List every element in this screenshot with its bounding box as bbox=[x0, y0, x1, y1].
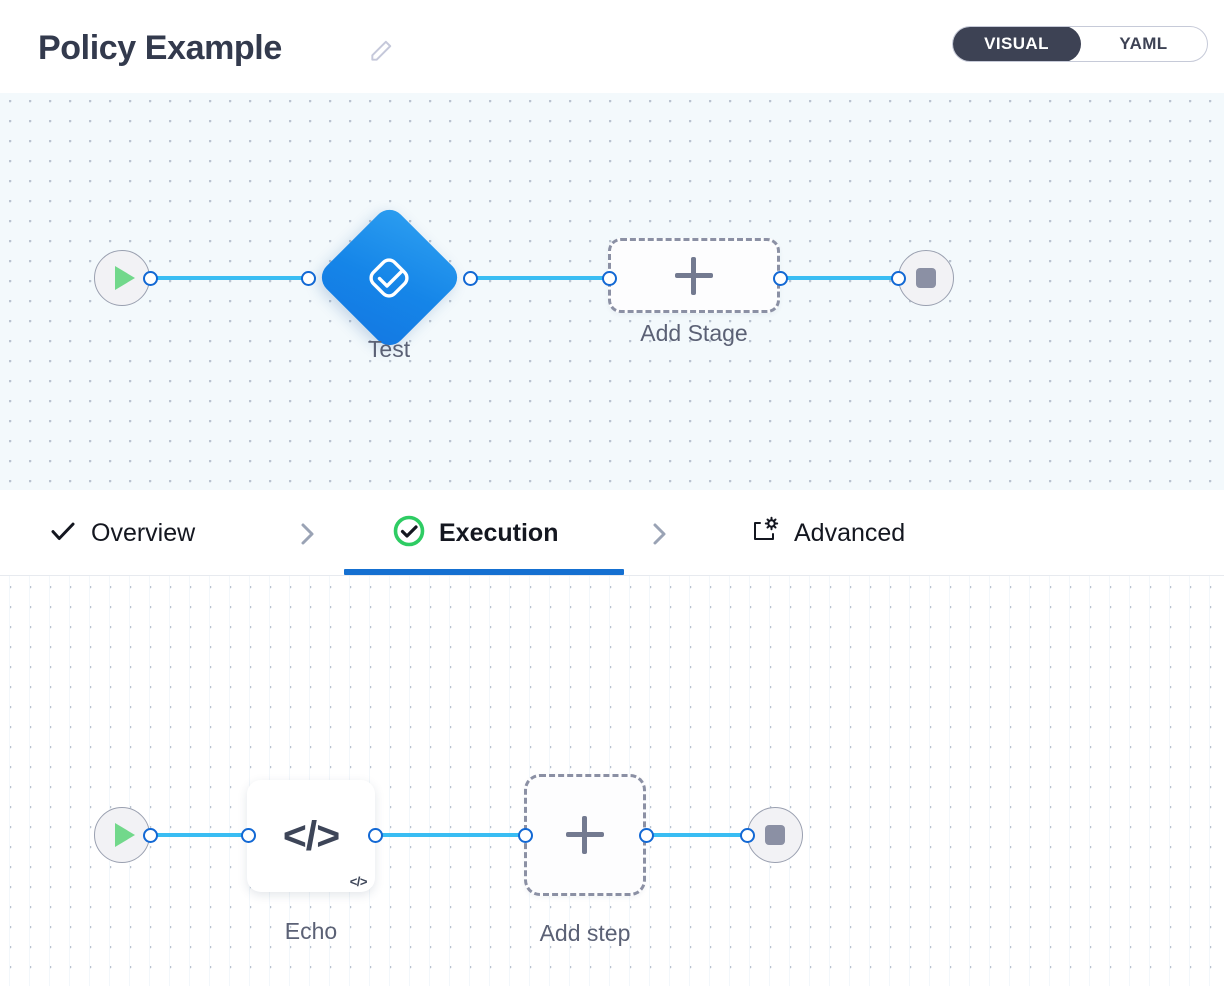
edge-addstage-to-end bbox=[774, 276, 906, 280]
port-addstep-out[interactable] bbox=[639, 828, 654, 843]
tab-advanced-label: Advanced bbox=[794, 518, 906, 547]
check-icon bbox=[48, 516, 78, 551]
active-tab-underline bbox=[344, 569, 624, 575]
chevron-right-icon-1 bbox=[299, 519, 317, 549]
pipeline-end-node[interactable] bbox=[898, 250, 954, 306]
mode-toggle-yaml[interactable]: YAML bbox=[1119, 34, 1168, 53]
stage-canvas[interactable]: Test Add Stage bbox=[0, 93, 1224, 490]
step-node-label: Echo bbox=[284, 918, 338, 944]
section-tabbar: Overview Execution Advanced bbox=[0, 490, 1224, 576]
chevron-right-icon-2 bbox=[651, 519, 669, 549]
play-icon bbox=[115, 823, 135, 847]
port-echo-in[interactable] bbox=[241, 828, 256, 843]
add-stage-button[interactable] bbox=[608, 238, 780, 313]
plus-icon bbox=[675, 256, 713, 295]
tab-execution[interactable]: Execution bbox=[388, 490, 562, 576]
play-icon bbox=[115, 266, 135, 290]
step-end-node-circle[interactable] bbox=[747, 807, 803, 863]
tab-advanced[interactable]: Advanced bbox=[745, 490, 909, 576]
port-stage-in[interactable] bbox=[301, 271, 316, 286]
end-node-circle[interactable] bbox=[898, 250, 954, 306]
port-addstage-out[interactable] bbox=[773, 271, 788, 286]
port-addstage-in[interactable] bbox=[602, 271, 617, 286]
edge-start-to-echo bbox=[150, 833, 256, 837]
edge-stage-to-addstage bbox=[464, 276, 620, 280]
stop-icon bbox=[765, 825, 785, 845]
stage-node-label: Test bbox=[367, 336, 411, 362]
step-start-node[interactable] bbox=[94, 807, 150, 863]
stop-icon bbox=[916, 268, 936, 288]
tab-execution-label: Execution bbox=[439, 518, 559, 547]
edge-echo-to-addstep bbox=[374, 833, 530, 837]
step-node-echo[interactable]: </> </> bbox=[247, 780, 375, 892]
tab-overview[interactable]: Overview bbox=[44, 490, 199, 576]
plus-icon bbox=[566, 816, 604, 854]
port-echo-out[interactable] bbox=[368, 828, 383, 843]
check-circle-icon bbox=[392, 514, 426, 553]
mode-toggle-visual[interactable]: VISUAL bbox=[953, 27, 1081, 61]
step-start-node-circle[interactable] bbox=[94, 807, 150, 863]
add-step-label: Add step bbox=[539, 920, 631, 946]
port-addstep-in[interactable] bbox=[518, 828, 533, 843]
start-node-circle[interactable] bbox=[94, 250, 150, 306]
mode-toggle[interactable]: VISUAL YAML bbox=[952, 26, 1208, 62]
port-end-in[interactable] bbox=[891, 271, 906, 286]
code-badge-icon: </> bbox=[349, 874, 368, 889]
step-end-node[interactable] bbox=[747, 807, 803, 863]
step-canvas[interactable]: </> </> Echo Add step bbox=[0, 576, 1224, 986]
port-start-out[interactable] bbox=[143, 271, 158, 286]
code-icon: </> bbox=[282, 812, 340, 859]
port-step-start-out[interactable] bbox=[143, 828, 158, 843]
pipeline-start-node[interactable] bbox=[94, 250, 150, 306]
add-stage-label: Add Stage bbox=[640, 320, 748, 346]
tab-overview-label: Overview bbox=[91, 518, 196, 547]
pencil-icon[interactable] bbox=[368, 38, 394, 64]
port-step-end-in[interactable] bbox=[740, 828, 755, 843]
stage-diamond-shape bbox=[314, 203, 464, 352]
box-gear-icon bbox=[749, 516, 781, 551]
port-stage-out[interactable] bbox=[463, 271, 478, 286]
edge-start-to-stage bbox=[150, 276, 316, 280]
page-title: Policy Example bbox=[38, 29, 282, 67]
page-header: Policy Example VISUAL YAML bbox=[0, 0, 1224, 93]
edge-addstep-to-end bbox=[640, 833, 758, 837]
stage-node-test[interactable] bbox=[314, 203, 464, 352]
add-step-button[interactable] bbox=[524, 774, 646, 896]
